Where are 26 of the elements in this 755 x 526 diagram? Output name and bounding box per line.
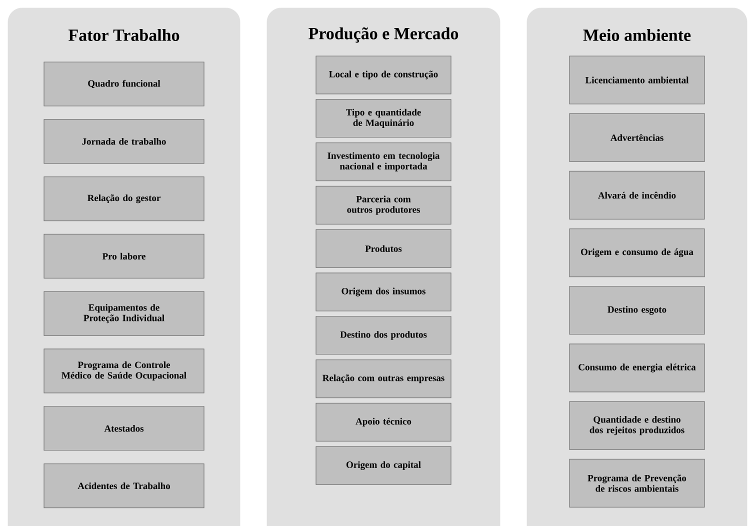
item-box: Origem dos insumos: [316, 272, 452, 312]
item-box: Alvará de incêndio: [569, 170, 705, 220]
item-box: Investimento em tecnologia nacional e importada: [316, 142, 452, 182]
item-box: Destino dos produtos: [316, 316, 452, 355]
item-box: Quantidade e destino dos rejeitos produzidos: [569, 401, 705, 450]
item-box: Programa de Prevenção de riscos ambientais: [569, 458, 705, 508]
item-box: Licenciamento ambiental: [569, 56, 705, 104]
item-box: Destino esgoto: [569, 286, 705, 335]
item-box: Produtos: [316, 229, 452, 268]
item-box: Advertências: [569, 113, 705, 162]
item-box: Programa de Controle Médico de Saúde Ocupacional: [44, 348, 204, 394]
item-box: Origem do capital: [316, 446, 452, 485]
item-box: Apoio técnico: [316, 402, 452, 442]
item-box: Relação com outras empresas: [316, 359, 452, 398]
item-box: Jornada de trabalho: [44, 119, 204, 164]
item-box: Quadro funcional: [44, 62, 204, 106]
item-box: Acidentes de Trabalho: [44, 463, 204, 508]
item-box: Pro labore: [44, 234, 204, 278]
item-box: Relação do gestor: [44, 176, 204, 222]
item-box: Tipo e quantidade de Maquinário: [316, 99, 452, 138]
item-box: Parceria com outros produtores: [316, 186, 452, 224]
item-box: Equipamentos de Proteção Individual: [44, 291, 204, 336]
item-box: Atestados: [44, 406, 204, 451]
item-box: Local e tipo de construção: [316, 56, 452, 94]
item-box: Origem e consumo de água: [569, 228, 705, 278]
item-box: Consumo de energia elétrica: [569, 344, 705, 392]
